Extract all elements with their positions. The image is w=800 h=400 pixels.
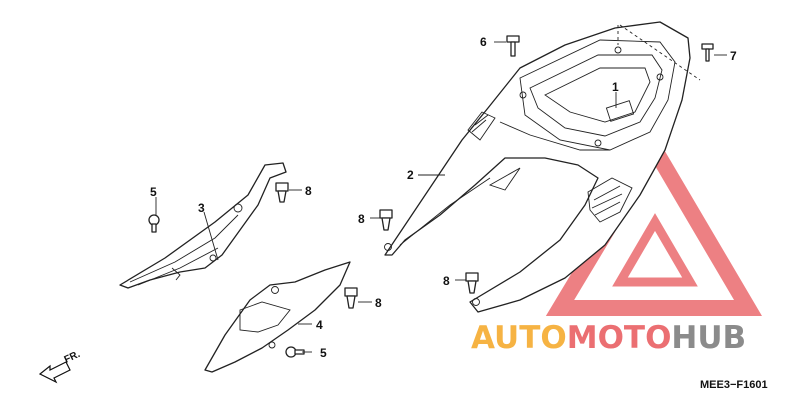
- callout-4: 4: [316, 318, 323, 332]
- clip-8-a: [275, 182, 289, 203]
- side-cover-lower: [204, 261, 351, 373]
- front-label: FR.: [63, 349, 82, 366]
- callout-2: 2: [407, 168, 414, 182]
- callout-5-upper: 5: [150, 185, 157, 199]
- callout-6: 6: [480, 35, 487, 49]
- bolt-5-lower: [285, 346, 305, 358]
- callout-8-c: 8: [375, 296, 382, 310]
- front-direction-arrow: FR.: [38, 349, 82, 384]
- watermark-hub: HUB: [671, 320, 746, 356]
- callout-7: 7: [730, 49, 737, 63]
- bolt-5-upper: [148, 214, 160, 233]
- callout-1: 1: [612, 80, 619, 94]
- side-cover-upper: [119, 162, 287, 289]
- clip-8-b: [379, 209, 393, 231]
- clip-8-c: [344, 287, 358, 309]
- callout-3: 3: [198, 201, 205, 215]
- watermark-auto: AUTO: [471, 320, 567, 356]
- bolt-7: [701, 43, 714, 62]
- callout-5-lower: 5: [320, 346, 327, 360]
- callout-8-a: 8: [305, 184, 312, 198]
- bolt-6: [506, 35, 520, 57]
- watermark-moto: MOTO: [567, 320, 672, 356]
- callout-8-b: 8: [358, 212, 365, 226]
- leader-lines: [155, 24, 727, 353]
- seat-cowl: [384, 21, 691, 313]
- watermark-text: AUTOMOTOHUB: [471, 320, 746, 356]
- clip-8-d: [465, 272, 479, 294]
- callout-8-d: 8: [443, 274, 450, 288]
- diagram-code: MEE3−F1601: [700, 379, 768, 391]
